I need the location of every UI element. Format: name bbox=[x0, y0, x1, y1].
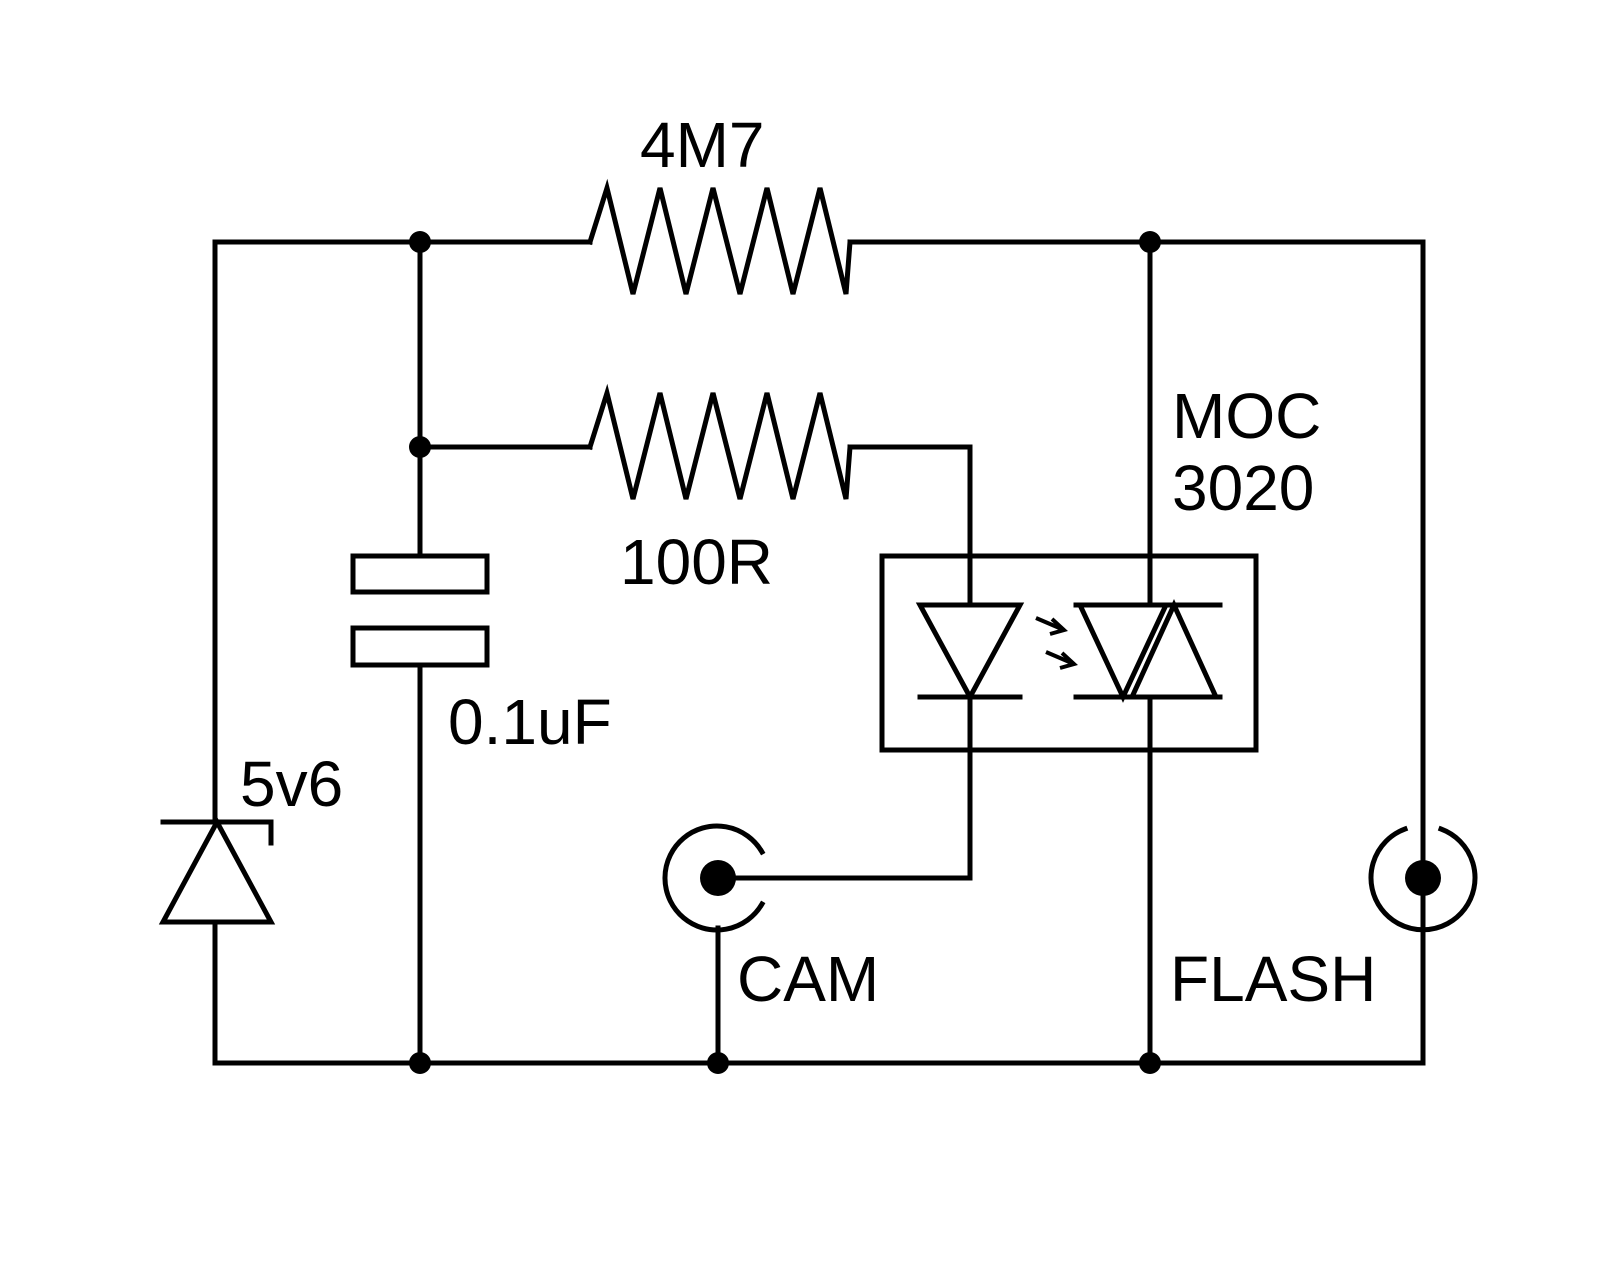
r1-value-label: 4M7 bbox=[640, 109, 765, 181]
flash-jack-pin bbox=[1405, 860, 1441, 896]
cam-jack-pin bbox=[700, 860, 736, 896]
flash-jack-label: FLASH bbox=[1170, 943, 1376, 1015]
optocoupler-label-line2: 3020 bbox=[1172, 452, 1314, 524]
capacitor-plate-bottom bbox=[350, 625, 490, 668]
junctions bbox=[409, 231, 1161, 1074]
junction-dot bbox=[409, 436, 431, 458]
junction-dot bbox=[409, 231, 431, 253]
led-triangle bbox=[915, 602, 1025, 703]
optocoupler-package bbox=[879, 553, 1259, 753]
junction-dot bbox=[1139, 1052, 1161, 1074]
cam-jack bbox=[662, 823, 766, 933]
optocoupler-label-line1: MOC bbox=[1172, 380, 1321, 452]
flash-jack-ring bbox=[1368, 825, 1478, 933]
light-arrows-icon bbox=[1035, 616, 1078, 670]
triac-triangle-down bbox=[1076, 602, 1170, 703]
resistor-100r bbox=[586, 383, 853, 500]
capacitor-plate-top bbox=[350, 553, 490, 595]
flash-jack bbox=[1368, 825, 1478, 933]
optocoupler-moc3020 bbox=[879, 553, 1259, 753]
junction-dot bbox=[707, 1052, 729, 1074]
wire-left-loop bbox=[212, 239, 1426, 1066]
wire-r2-to-led bbox=[847, 444, 973, 608]
junction-dot bbox=[1139, 231, 1161, 253]
zener-diode bbox=[158, 816, 276, 925]
triac-triangle-up bbox=[1128, 598, 1220, 700]
cam-jack-ring bbox=[662, 823, 766, 933]
zener-bar bbox=[160, 819, 274, 846]
capacitor-value-label: 0.1uF bbox=[448, 686, 612, 758]
zener-value-label: 5v6 bbox=[240, 748, 343, 820]
junction-dot bbox=[409, 1052, 431, 1074]
capacitor-0-1uf bbox=[350, 553, 490, 668]
resistor-4m7 bbox=[586, 178, 853, 295]
wires bbox=[212, 239, 1426, 1066]
wire-led-to-cam bbox=[717, 694, 973, 881]
zener-triangle bbox=[158, 816, 276, 925]
r2-value-label: 100R bbox=[620, 526, 773, 598]
cam-jack-label: CAM bbox=[737, 943, 879, 1015]
